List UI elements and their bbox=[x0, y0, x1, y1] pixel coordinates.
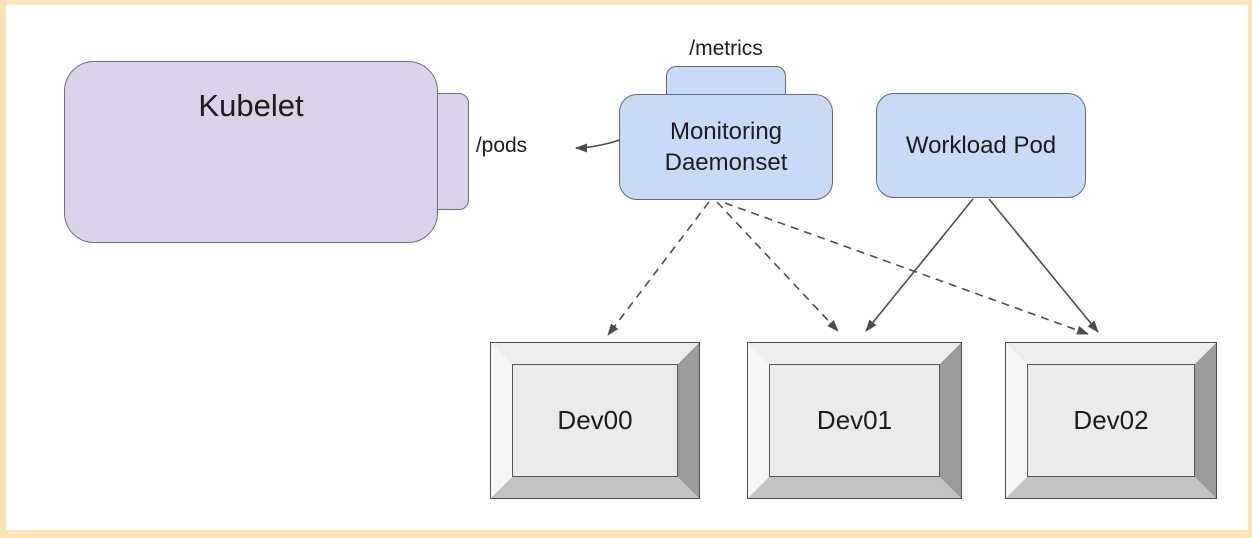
kubelet-label: Kubelet bbox=[198, 88, 304, 123]
edge-daemonset-to-dev02 bbox=[724, 202, 1089, 335]
workload-pod-node: Workload Pod bbox=[876, 93, 1086, 198]
monitoring-daemonset-label: Monitoring Daemonset bbox=[664, 117, 788, 176]
edge-workload-to-dev02 bbox=[988, 198, 1099, 333]
edge-daemonset-to-dev01 bbox=[716, 201, 839, 332]
device-dev00-label: Dev00 bbox=[557, 405, 633, 435]
monitoring-daemonset-node: Monitoring Daemonset bbox=[619, 94, 833, 200]
device-dev02-label: Dev02 bbox=[1073, 405, 1149, 435]
device-dev01-node: Dev01 bbox=[748, 343, 961, 498]
device-dev01-label: Dev01 bbox=[816, 405, 893, 435]
pods-endpoint-label: /pods bbox=[475, 134, 528, 157]
metrics-endpoint-label: /metrics bbox=[689, 37, 763, 60]
edge-workload-to-dev01 bbox=[865, 198, 974, 332]
edge-daemonset-to-pods bbox=[575, 139, 621, 153]
device-dev00-node: Dev00 bbox=[491, 343, 699, 498]
edge-daemonset-to-dev00 bbox=[607, 201, 710, 336]
workload-pod-label: Workload Pod bbox=[905, 131, 1057, 159]
kubelet-node: Kubelet bbox=[64, 61, 438, 243]
device-dev02-node: Dev02 bbox=[1006, 343, 1216, 498]
